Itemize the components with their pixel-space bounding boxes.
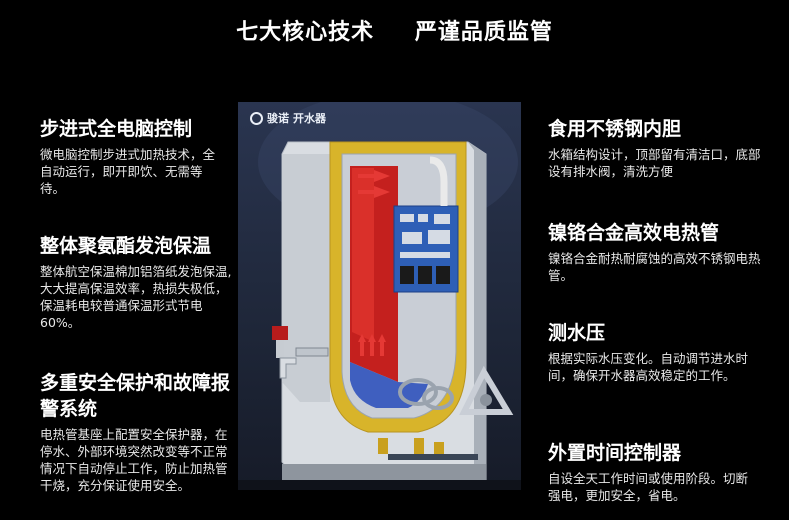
- brand-mark: 骏诺 开水器: [250, 110, 326, 126]
- feature-stepwise-control: 步进式全电脑控制 微电脑控制步进式加热技术，全自动运行，即开即饮、无需等待。: [40, 116, 240, 197]
- inlet-pipe: [429, 156, 448, 206]
- feature-title: 食用不锈钢内胆: [548, 118, 682, 140]
- heat-flow-arrows: [358, 170, 390, 356]
- faucet-spout: [279, 357, 297, 379]
- feature-title: 整体聚氨酯发泡保温: [40, 235, 212, 257]
- faucet-body: [276, 340, 284, 358]
- feature-desc: 镍铬合金耐热耐腐蚀的高效不锈钢电热管。: [548, 251, 761, 283]
- side-valve: [295, 347, 329, 357]
- feature-title: 步进式全电脑控制: [40, 118, 193, 140]
- header-title-left: 七大核心技术: [236, 20, 375, 45]
- cabinet-base: [282, 464, 486, 480]
- drain-pipe: [388, 454, 478, 460]
- mount-bracket: [459, 365, 514, 415]
- feature-desc: 根据实际水压变化。自动调节进水时间，确保开水器高效稳定的工作。: [548, 351, 749, 383]
- feature-water-pressure: 测水压 根据实际水压变化。自动调节进水时间，确保开水器高效稳定的工作。: [548, 320, 763, 384]
- heating-element: [398, 378, 454, 410]
- feature-stainless-liner: 食用不锈钢内胆 水箱结构设计，顶部留有清洁口，底部设有排水阀，清洗方便: [548, 116, 763, 180]
- brand-name: 骏诺: [267, 112, 289, 125]
- page-header: 七大核心技术 严谨品质监管: [0, 14, 789, 46]
- feature-safety-protection: 多重安全保护和故障报警系统 电热管基座上配置安全保护器，在停水、外部环境突然改变…: [40, 370, 240, 494]
- cabinet-side: [468, 142, 486, 480]
- feature-title: 镍铬合金高效电热管: [548, 222, 720, 244]
- feature-desc: 自设全天工作时间或使用阶段。切断强电，更加安全，省电。: [548, 471, 749, 503]
- bracket-bolt: [480, 394, 492, 406]
- board-components: [400, 214, 450, 258]
- feature-title: 测水压: [548, 322, 606, 344]
- bottom-valves: [378, 438, 444, 454]
- water-area: [350, 362, 428, 408]
- boiler-illustration: [238, 102, 521, 490]
- brand-logo-icon: [250, 111, 263, 125]
- brand-suffix: 开水器: [293, 112, 326, 125]
- feature-nickel-heater: 镍铬合金高效电热管 镍铬合金耐热耐腐蚀的高效不锈钢电热管。: [548, 220, 763, 284]
- feature-desc: 电热管基座上配置安全保护器，在停水、外部环境突然改变等不正常情况下自动停止工作，…: [40, 427, 228, 493]
- feature-timer-controller: 外置时间控制器 自设全天工作时间或使用阶段。切断强电，更加安全，省电。: [548, 440, 763, 504]
- feature-desc: 整体航空保温棉加铝箔纸发泡保温,大大提高保温效率，热损失极低，保温耗电较普通保温…: [40, 264, 232, 330]
- feature-foam-insulation: 整体聚氨酯发泡保温 整体航空保温棉加铝箔纸发泡保温,大大提高保温效率，热损失极低…: [40, 233, 240, 331]
- board-relays: [400, 266, 450, 284]
- feature-title: 多重安全保护和故障报警系统: [40, 372, 231, 420]
- water-boiler-cutaway-image: 骏诺 开水器: [238, 102, 521, 490]
- floor: [238, 480, 521, 490]
- header-title-right: 严谨品质监管: [414, 20, 553, 45]
- heating-zone-highlight: [352, 168, 374, 342]
- faucet-handle: [272, 326, 288, 340]
- feature-desc: 水箱结构设计，顶部留有清洁口，底部设有排水阀，清洗方便: [548, 147, 761, 179]
- feature-desc: 微电脑控制步进式加热技术，全自动运行，即开即饮、无需等待。: [40, 147, 216, 196]
- feature-title: 外置时间控制器: [548, 442, 682, 464]
- cabinet-left-panel: [282, 154, 330, 402]
